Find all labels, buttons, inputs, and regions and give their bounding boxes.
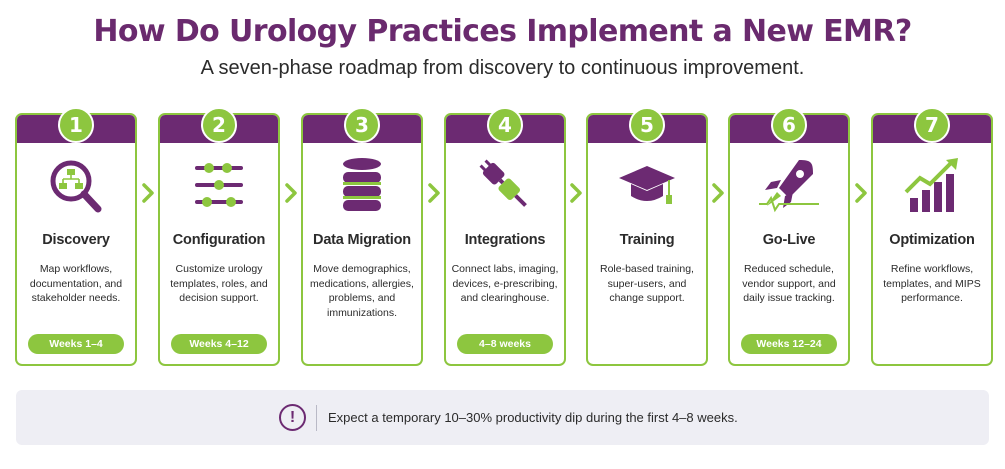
chevron-right-icon — [141, 182, 155, 204]
phase-title: Optimization — [889, 232, 975, 248]
chevron-right-icon — [711, 182, 725, 204]
page-title: How Do Urology Practices Implement a New… — [93, 14, 912, 49]
phase-description: Role-based training, super-users, and ch… — [600, 263, 694, 304]
workflow-magnifier-icon — [46, 154, 106, 216]
phase-title: Training — [619, 232, 675, 248]
exclamation-circle-icon: ! — [279, 404, 306, 431]
phase-description: Map workflows, documentation, and stakeh… — [29, 263, 123, 304]
phase-number-badge: 4 — [487, 107, 523, 143]
phase-number-badge: 5 — [629, 107, 665, 143]
phase-description: Reduced schedule, vendor support, and da… — [742, 263, 836, 304]
phase-description: Refine workflows, templates, and MIPS pe… — [883, 263, 981, 304]
note-text: Expect a temporary 10–30% productivity d… — [328, 410, 738, 425]
phase-title: Discovery — [42, 232, 110, 248]
phase-card-2 — [158, 113, 280, 366]
graduation-cap-icon — [617, 154, 677, 216]
rocket-icon — [759, 154, 819, 216]
phase-title: Configuration — [172, 232, 266, 248]
timeline-pill: Weeks 12–24 — [741, 334, 837, 354]
timeline-pill: Weeks 4–12 — [171, 334, 267, 354]
phase-title: Data Migration — [313, 232, 411, 248]
phase-description: Connect labs, imaging, devices, e-prescr… — [451, 263, 559, 304]
plug-icon — [475, 154, 535, 216]
phase-title: Go-Live — [762, 232, 816, 248]
phase-card-4 — [444, 113, 566, 366]
chevron-right-icon — [284, 182, 298, 204]
phase-title: Integrations — [464, 232, 546, 248]
productivity-note — [16, 390, 989, 445]
phase-number-badge: 1 — [58, 107, 94, 143]
database-icon — [332, 154, 392, 216]
phase-number-badge: 3 — [344, 107, 380, 143]
phase-description: Move demographics, medications, allergie… — [310, 263, 414, 319]
phase-number-badge: 7 — [914, 107, 950, 143]
sliders-icon — [189, 154, 249, 216]
note-divider — [316, 405, 317, 431]
phase-description: Customize urology templates, roles, and … — [170, 263, 268, 304]
chevron-right-icon — [569, 182, 583, 204]
chevron-right-icon — [427, 182, 441, 204]
timeline-pill: Weeks 1–4 — [28, 334, 124, 354]
timeline-pill: 4–8 weeks — [457, 334, 553, 354]
chevron-right-icon — [854, 182, 868, 204]
growth-chart-icon — [902, 154, 962, 216]
page-subtitle: A seven-phase roadmap from discovery to … — [200, 57, 805, 79]
phase-number-badge: 2 — [201, 107, 237, 143]
phase-number-badge: 6 — [771, 107, 807, 143]
